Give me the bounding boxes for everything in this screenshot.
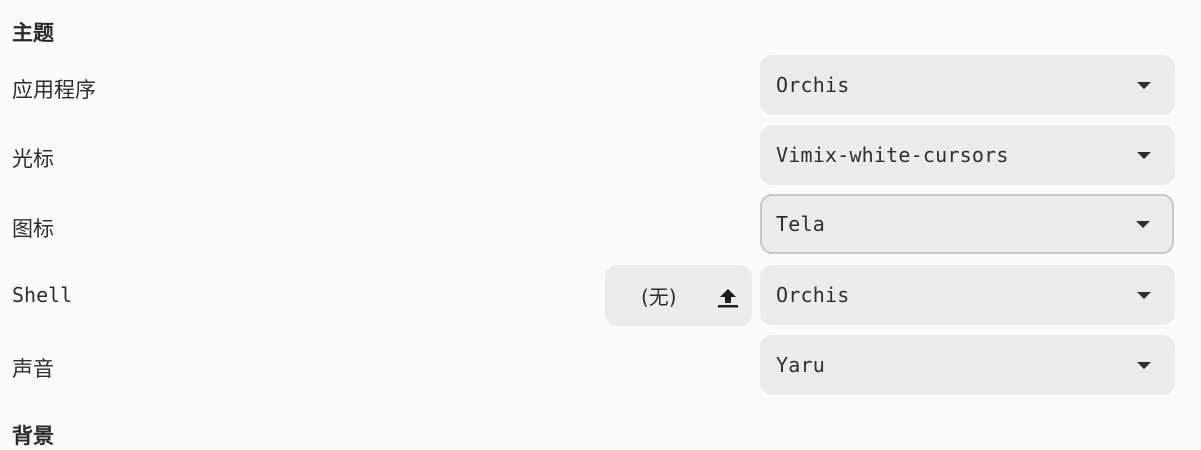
dropdown-arrow-icon bbox=[1137, 292, 1151, 299]
shell-extension-button-label: (无) bbox=[641, 285, 677, 309]
sound-theme-dropdown[interactable]: Yaru bbox=[760, 335, 1175, 395]
icons-theme-dropdown[interactable]: Tela bbox=[760, 194, 1174, 254]
applications-theme-dropdown[interactable]: Orchis bbox=[760, 55, 1175, 115]
background-section-title: 背景 bbox=[12, 424, 54, 448]
cursor-theme-value: Vimix-white-cursors bbox=[776, 143, 1009, 167]
applications-label: 应用程序 bbox=[12, 78, 96, 102]
sound-label: 声音 bbox=[12, 357, 54, 381]
dropdown-arrow-icon bbox=[1137, 152, 1151, 159]
sound-theme-value: Yaru bbox=[776, 353, 825, 377]
shell-label: Shell bbox=[12, 283, 73, 307]
themes-section-title: 主题 bbox=[12, 21, 54, 45]
dropdown-arrow-icon bbox=[1137, 362, 1151, 369]
dropdown-arrow-icon bbox=[1136, 221, 1150, 228]
shell-extension-button[interactable]: (无) bbox=[605, 265, 752, 326]
icons-label: 图标 bbox=[12, 217, 54, 241]
cursor-theme-dropdown[interactable]: Vimix-white-cursors bbox=[760, 125, 1175, 185]
shell-theme-dropdown[interactable]: Orchis bbox=[760, 265, 1175, 325]
applications-theme-value: Orchis bbox=[776, 73, 850, 97]
upload-icon bbox=[718, 289, 738, 308]
cursor-label: 光标 bbox=[12, 147, 54, 171]
shell-theme-value: Orchis bbox=[776, 283, 850, 307]
dropdown-arrow-icon bbox=[1137, 82, 1151, 89]
icons-theme-value: Tela bbox=[776, 212, 825, 236]
